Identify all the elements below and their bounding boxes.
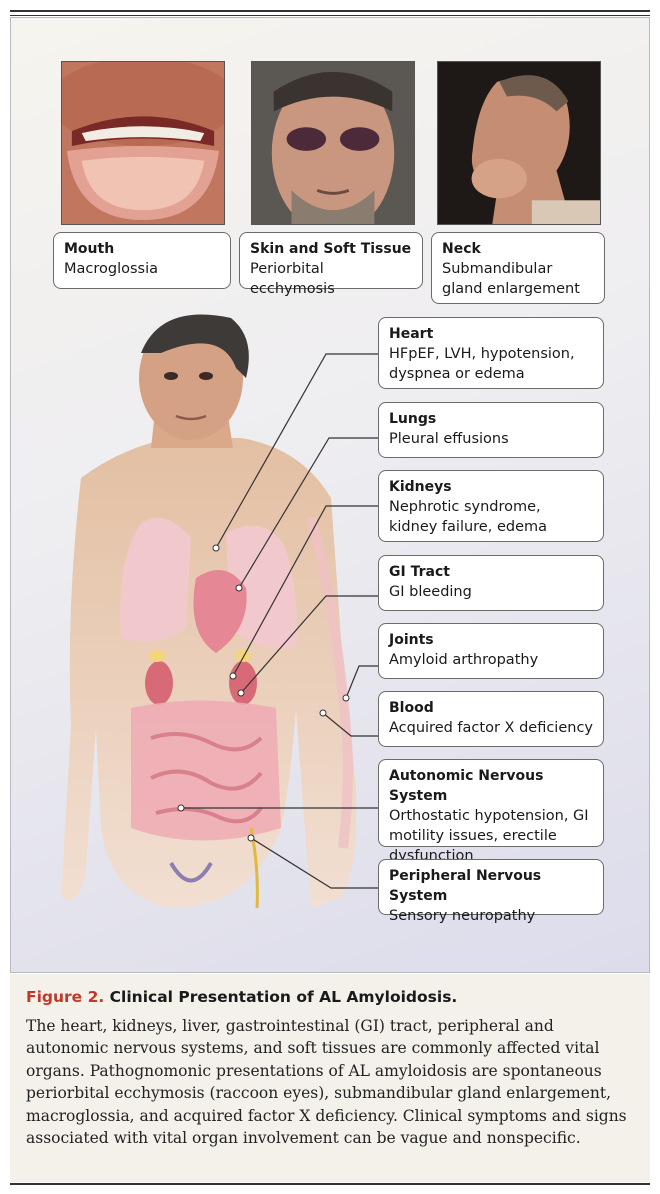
top-rule-thin <box>10 15 650 16</box>
figure-panel: Mouth Macroglossia Skin and Soft Tissue … <box>10 17 650 973</box>
gi-tract-title: GI Tract <box>389 564 450 580</box>
peripheral-nervous-system-desc: Sensory neuropathy <box>389 908 536 924</box>
heart-title: Heart <box>389 326 434 342</box>
neck-title: Neck <box>442 241 481 257</box>
skin-soft-tissue-desc: Periorbital ecchymosis <box>250 261 335 297</box>
autonomic-nervous-system-desc: Orthostatic hypotension, GI motility iss… <box>389 808 589 864</box>
mouth-photo <box>61 61 225 225</box>
heart-desc: HFpEF, LVH, hypotension, dyspnea or edem… <box>389 346 575 382</box>
peripheral-nervous-system-title: Peripheral Nervous System <box>389 868 542 904</box>
mouth-label: Mouth Macroglossia <box>53 232 231 289</box>
kidneys-label: Kidneys Nephrotic syndrome, kidney failu… <box>378 470 604 542</box>
anatomy-illustration <box>61 314 357 909</box>
blood-title: Blood <box>389 700 434 716</box>
top-rule <box>10 10 650 12</box>
gi-tract-desc: GI bleeding <box>389 584 472 600</box>
autonomic-nervous-system-title: Autonomic Nervous System <box>389 768 544 804</box>
figure-caption: Figure 2. Clinical Presentation of AL Am… <box>10 974 650 1182</box>
heart-label: Heart HFpEF, LVH, hypotension, dyspnea o… <box>378 317 604 389</box>
caption-title: Figure 2. Clinical Presentation of AL Am… <box>26 986 634 1008</box>
blood-label: Blood Acquired factor X deficiency <box>378 691 604 747</box>
kidneys-desc: Nephrotic syndrome, kidney failure, edem… <box>389 499 548 535</box>
autonomic-nervous-system-label: Autonomic Nervous System Orthostatic hyp… <box>378 759 604 864</box>
skin-soft-tissue-title: Skin and Soft Tissue <box>250 241 412 257</box>
lungs-desc: Pleural effusions <box>389 431 509 447</box>
skin-soft-tissue-photo <box>251 61 415 225</box>
neck-photo <box>437 61 601 225</box>
blood-desc: Acquired factor X deficiency <box>389 720 593 736</box>
peripheral-nervous-system-label: Peripheral Nervous System Sensory neurop… <box>378 859 604 924</box>
bottom-rule <box>10 1183 650 1185</box>
joints-title: Joints <box>389 632 434 648</box>
mouth-title: Mouth <box>64 241 115 257</box>
caption-body: The heart, kidneys, liver, gastrointesti… <box>26 1017 627 1148</box>
skin-soft-tissue-label: Skin and Soft Tissue Periorbital ecchymo… <box>239 232 423 297</box>
joints-desc: Amyloid arthropathy <box>389 652 539 668</box>
figure-number: Figure 2. <box>26 988 105 1006</box>
neck-desc: Submandibular gland enlargement <box>442 261 580 297</box>
neck-label: Neck Submandibular gland enlargement <box>431 232 605 304</box>
joints-label: Joints Amyloid arthropathy <box>378 623 604 679</box>
caption-heading: Clinical Presentation of AL Amyloidosis. <box>109 988 458 1006</box>
mouth-desc: Macroglossia <box>64 261 159 277</box>
lungs-title: Lungs <box>389 411 437 427</box>
gi-tract-label: GI Tract GI bleeding <box>378 555 604 611</box>
lungs-label: Lungs Pleural effusions <box>378 402 604 458</box>
kidneys-title: Kidneys <box>389 479 452 495</box>
